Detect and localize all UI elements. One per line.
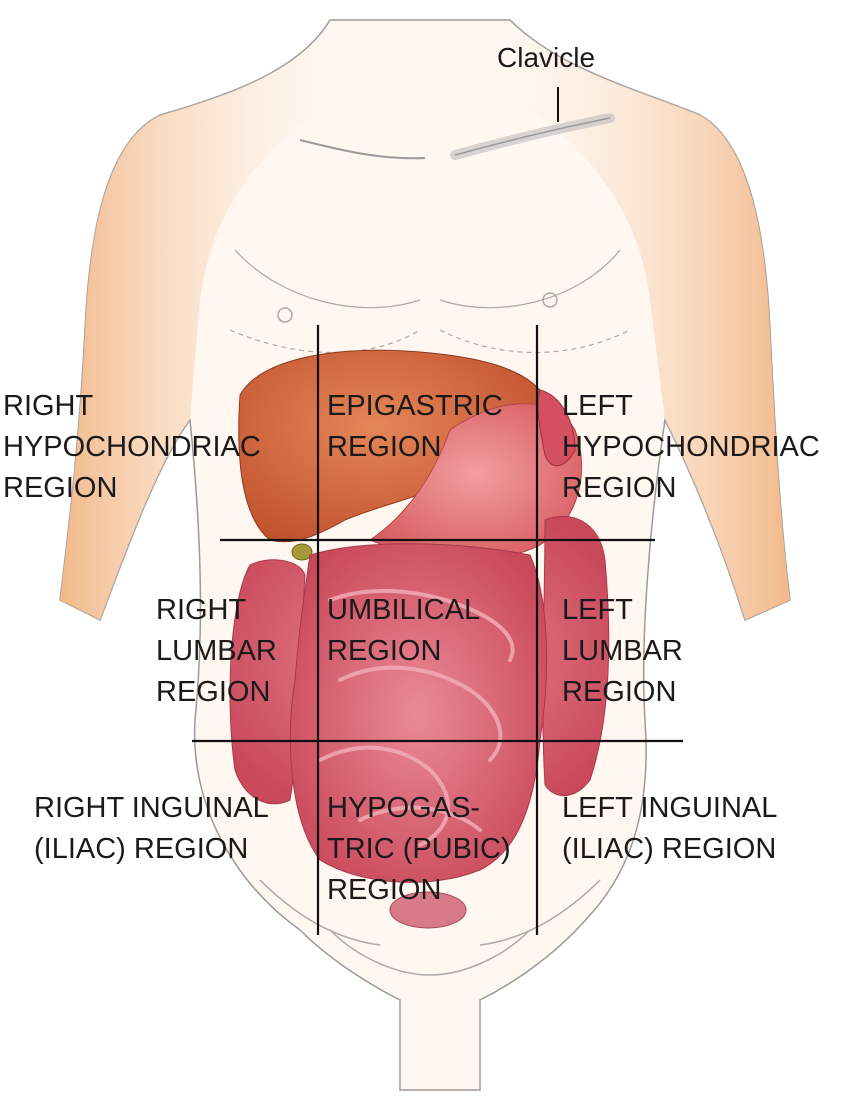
left-inguinal-label: LEFT INGUINAL (ILIAC) REGION: [562, 788, 777, 870]
left-lumbar-label: LEFT LUMBAR REGION: [562, 590, 683, 713]
right-hypochondriac-label: RIGHT HYPOCHONDRIAC REGION: [3, 386, 261, 509]
umbilical-label: UMBILICAL REGION: [327, 590, 480, 672]
right-inguinal-label: RIGHT INGUINAL (ILIAC) REGION: [34, 788, 269, 870]
gallbladder: [292, 544, 312, 560]
epigastric-label: EPIGASTRIC REGION: [327, 386, 503, 468]
clavicle-label: Clavicle: [497, 42, 595, 74]
right-lumbar-label: RIGHT LUMBAR REGION: [156, 590, 277, 713]
hypogastric-label: HYPOGAS- TRIC (PUBIC) REGION: [327, 788, 511, 911]
left-hypochondriac-label: LEFT HYPOCHONDRIAC REGION: [562, 386, 820, 509]
